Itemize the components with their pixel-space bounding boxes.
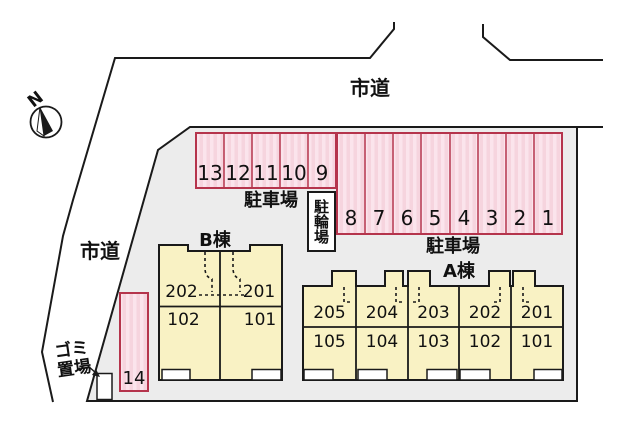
bicycle-parking-box: 駐輪場 [307, 191, 336, 252]
building-b-entrance-right [251, 368, 282, 381]
garbage-box [96, 372, 113, 401]
stall-number: 13 [197, 161, 223, 185]
room-number: 105 [313, 332, 346, 352]
room-number: 204 [365, 303, 399, 323]
building-a-entrances [303, 368, 563, 381]
stall-number: 5 [428, 206, 442, 230]
stall-number: 12 [225, 161, 251, 185]
parking-label-west: 駐車場 [244, 190, 298, 211]
building-b-entrance-left [161, 368, 191, 381]
stall-number: 7 [372, 206, 386, 230]
stall-number: 10 [281, 161, 307, 185]
stall-number: 4 [457, 206, 471, 230]
room-number: 102 [468, 332, 502, 352]
stall-number: 2 [513, 206, 527, 230]
parking-stall-14-box [119, 292, 149, 392]
room-number: 103 [417, 332, 450, 352]
stall-number: 3 [485, 206, 499, 230]
room-number: 205 [313, 303, 346, 323]
stall-number: 8 [344, 206, 358, 230]
room-number: 104 [365, 332, 399, 352]
building-b-name: B棟 [199, 230, 231, 251]
stall-number: 9 [315, 161, 329, 185]
garbage-label: ゴミ 置場 [48, 338, 99, 382]
room-number: 101 [243, 310, 277, 330]
stall-number: 6 [400, 206, 414, 230]
road-edge-northeast [482, 24, 603, 61]
building-a-stair-paths [343, 287, 531, 303]
building-a-name: A棟 [443, 261, 475, 282]
room-number: 203 [417, 303, 450, 323]
room-number: 201 [520, 303, 554, 323]
stall-number: 11 [253, 161, 279, 185]
garbage-arrow [86, 364, 100, 377]
road-edge-west [40, 22, 395, 403]
stall-number-14: 14 [122, 368, 146, 389]
parking-block-west [195, 132, 337, 189]
parking-block-east [336, 132, 563, 235]
building-b-stair-paths [199, 252, 244, 296]
road-label-top: 市道 [350, 76, 390, 100]
room-number: 201 [242, 282, 276, 302]
room-number: 101 [520, 332, 554, 352]
parking-label-east: 駐車場 [426, 236, 480, 257]
building-b-outline [158, 244, 283, 381]
room-number: 102 [167, 310, 200, 330]
stall-number: 1 [541, 206, 555, 230]
compass-icon [29, 105, 63, 139]
building-a-outline [302, 270, 564, 381]
road-label-left: 市道 [80, 239, 120, 263]
room-number: 202 [165, 282, 198, 302]
room-number: 202 [468, 303, 502, 323]
